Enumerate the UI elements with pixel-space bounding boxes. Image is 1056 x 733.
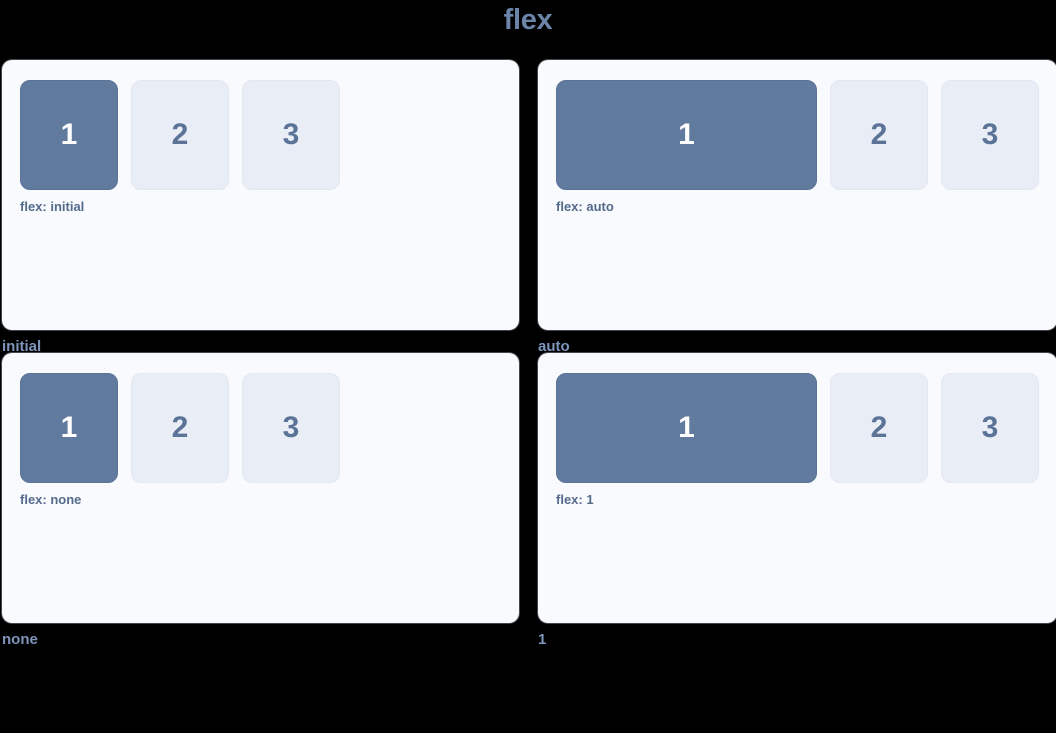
flex-box-1: 1 — [556, 80, 817, 190]
panel-caption-one: 1 — [538, 631, 547, 648]
flex-box-3: 3 — [242, 80, 340, 190]
flex-container-auto: 1 2 3 — [556, 80, 1039, 190]
flex-box-2: 2 — [131, 80, 229, 190]
flex-box-1: 1 — [20, 373, 118, 483]
flex-container-one: 1 2 3 — [556, 373, 1039, 483]
flex-box-1: 1 — [20, 80, 118, 190]
flex-container-initial: 1 2 3 — [20, 80, 501, 190]
panel-one: 1 2 3 flex: 1 1 — [538, 353, 1056, 648]
code-label-initial: flex: initial — [20, 199, 85, 214]
code-label-none: flex: none — [20, 492, 82, 507]
panel-none: 1 2 3 flex: none none — [2, 353, 519, 648]
panel-initial: 1 2 3 flex: initial initial — [2, 60, 519, 355]
panel-caption-auto: auto — [538, 338, 570, 355]
flex-box-2: 2 — [131, 373, 229, 483]
flex-box-2: 2 — [830, 373, 928, 483]
demo-card-one: 1 2 3 flex: 1 — [538, 353, 1056, 623]
panel-auto: 1 2 3 flex: auto auto — [538, 60, 1056, 355]
demo-card-auto: 1 2 3 flex: auto — [538, 60, 1056, 330]
panel-grid: 1 2 3 flex: initial initial 1 2 3 flex: … — [2, 60, 1056, 648]
demo-card-initial: 1 2 3 flex: initial — [2, 60, 519, 330]
flex-box-1: 1 — [556, 373, 817, 483]
code-label-one: flex: 1 — [556, 492, 594, 507]
panel-caption-initial: initial — [2, 338, 42, 355]
flex-box-2: 2 — [830, 80, 928, 190]
demo-card-none: 1 2 3 flex: none — [2, 353, 519, 623]
flex-container-none: 1 2 3 — [20, 373, 501, 483]
flex-box-3: 3 — [941, 373, 1039, 483]
flex-box-3: 3 — [242, 373, 340, 483]
panel-caption-none: none — [2, 631, 38, 648]
flex-box-3: 3 — [941, 80, 1039, 190]
page-title: flex — [503, 4, 553, 36]
code-label-auto: flex: auto — [556, 199, 614, 214]
